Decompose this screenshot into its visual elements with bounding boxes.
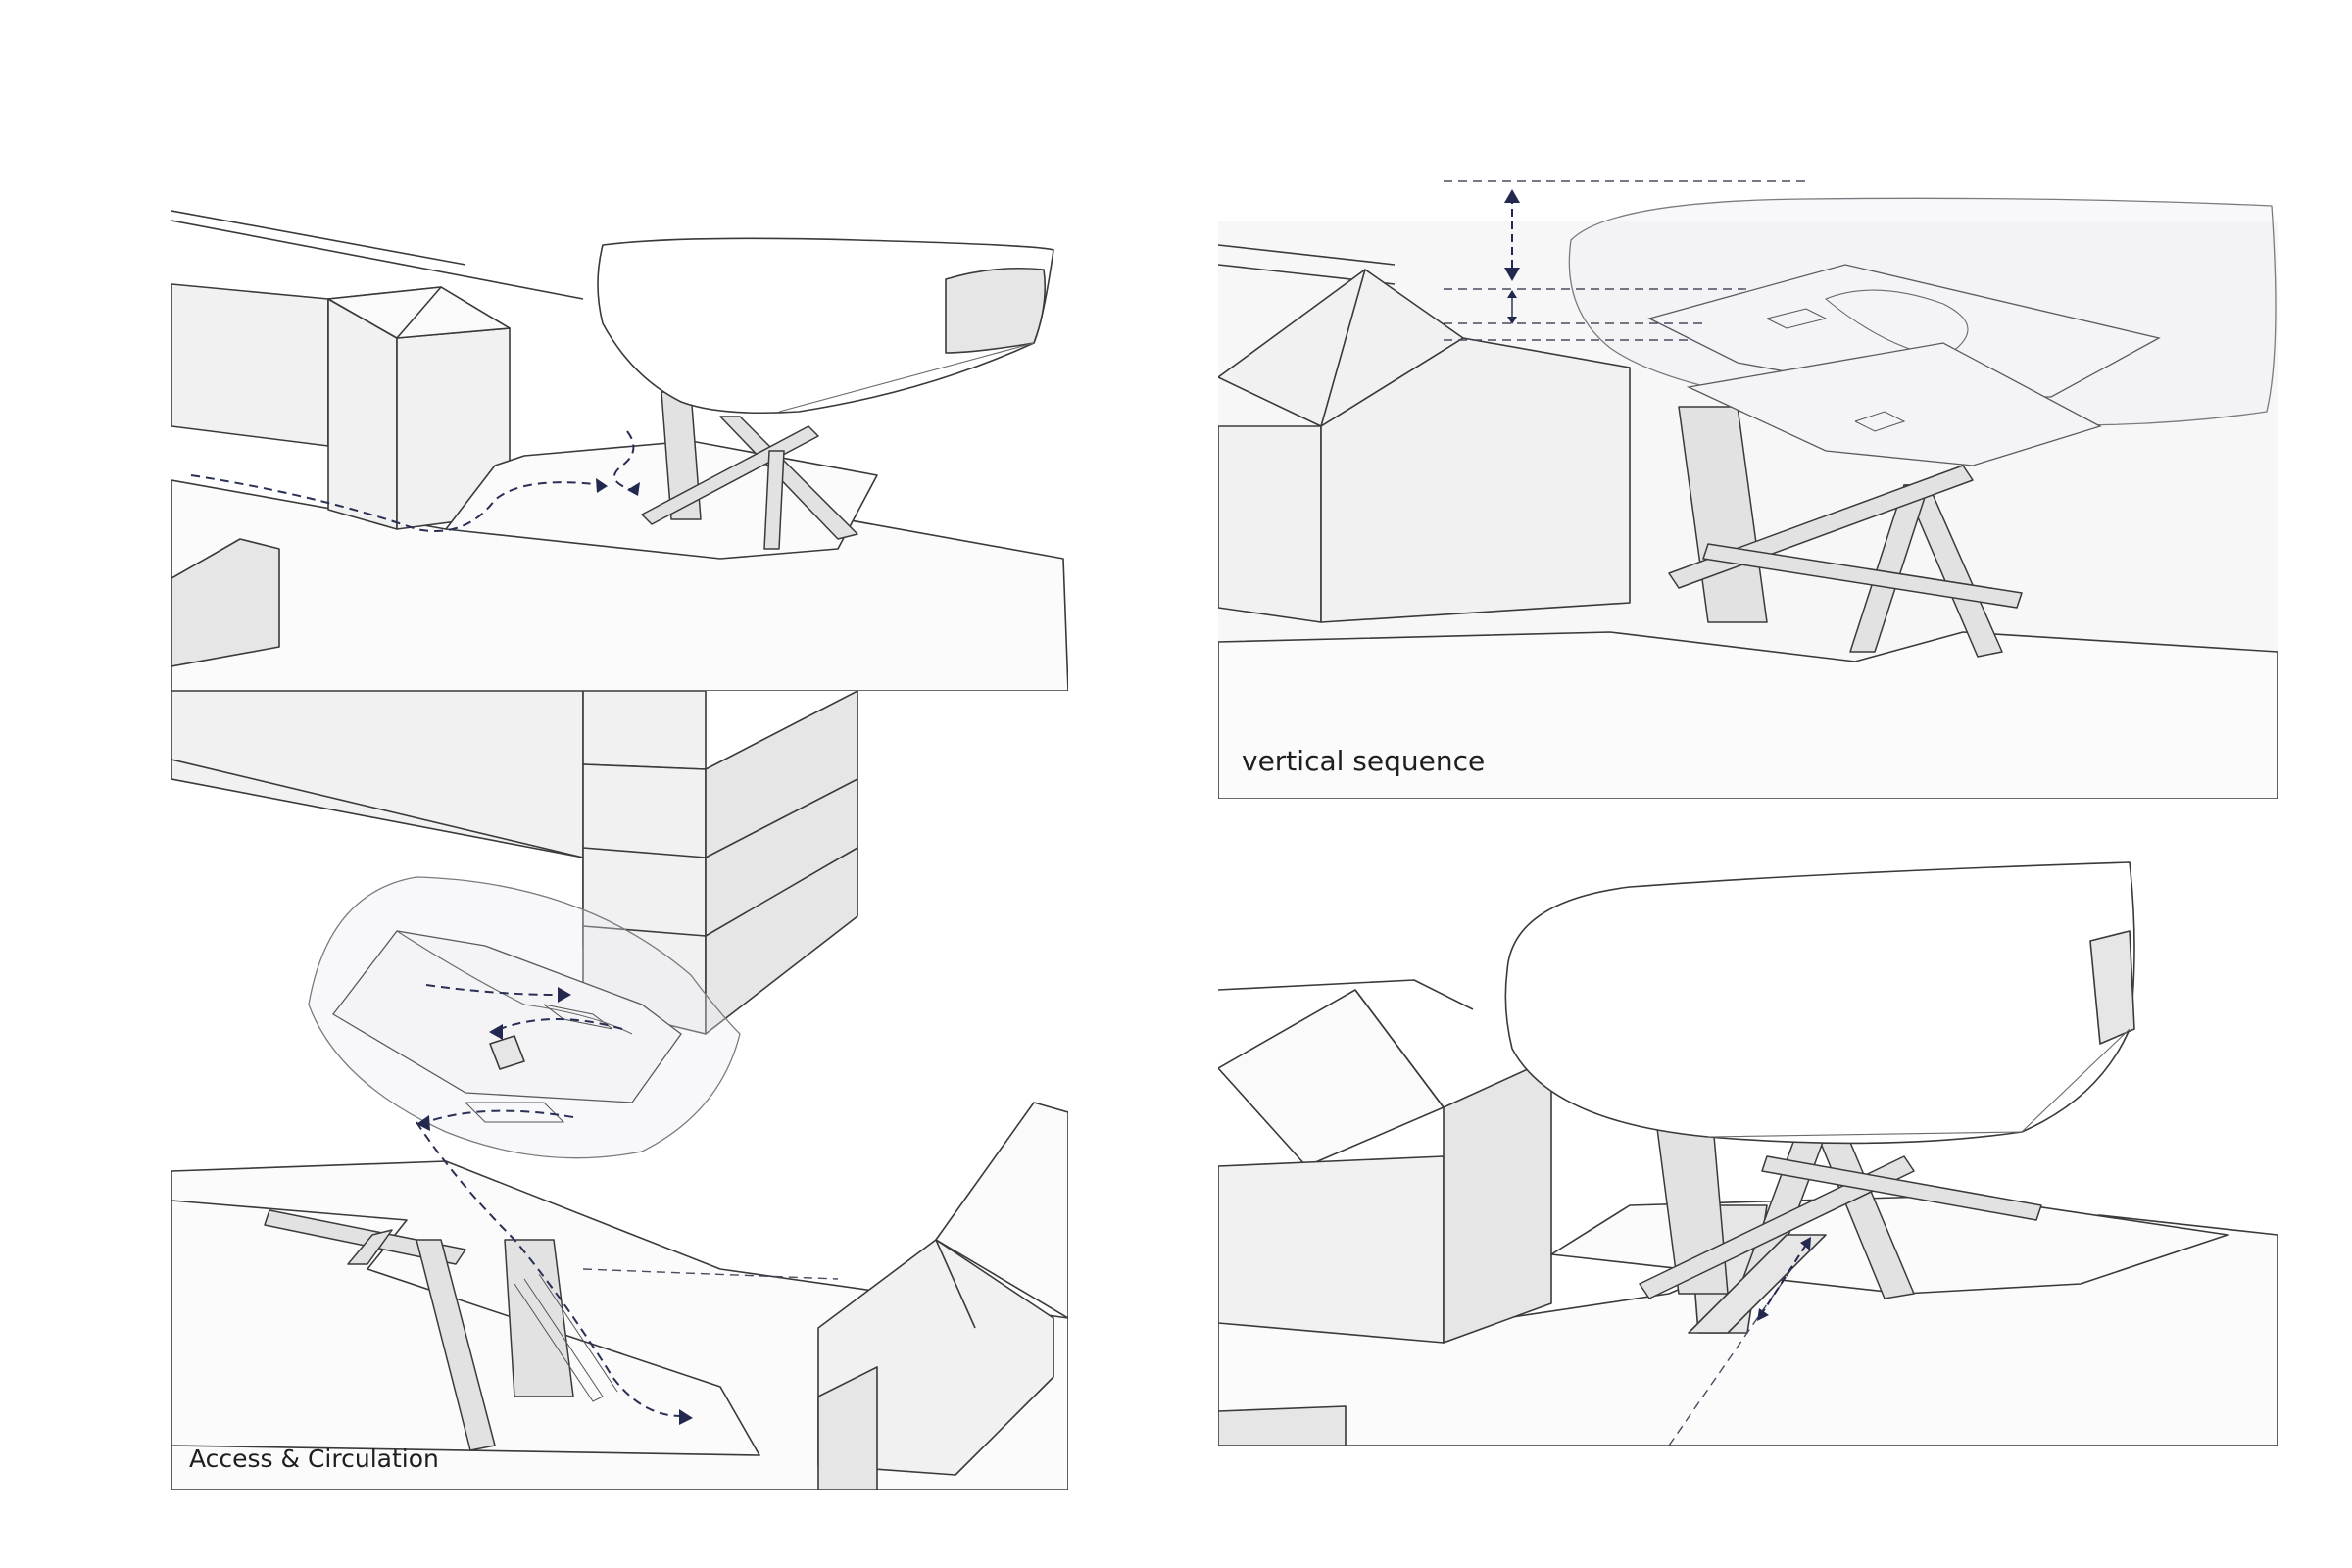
support-core [504,1239,574,1397]
street-connection [582,1268,839,1280]
foreground-block [172,538,280,667]
capsule-opening [945,267,1047,354]
foreground-block [1218,1405,1347,1446]
capsule-edge [778,342,1035,413]
height-arrowhead-down [1504,268,1520,281]
site-plaza [172,1200,760,1456]
capsule-opening [2089,930,2135,1045]
house-front [327,298,398,530]
capsule-shell [1504,861,2135,1145]
floor-arrowhead-down [1507,317,1517,324]
street-edge [1218,244,1396,266]
circulation-arrowhead [558,987,571,1003]
stair-flight [465,1102,565,1123]
escalator-lower [514,1278,604,1402]
house-roof [1218,989,1445,1167]
void-opening [489,1035,525,1070]
capsule-shell [597,237,1054,415]
site-approach-drawing [172,210,1068,691]
support-leg [416,1239,496,1451]
escalator-lower [538,1273,618,1393]
stair-flight [543,1004,613,1030]
neighbor-building [172,283,329,447]
street-edge [172,220,584,300]
support-leg [1639,1155,1915,1299]
support-leg [719,416,858,540]
support-leg [763,450,785,550]
support-leg [264,1209,466,1265]
circulation-path [425,1109,574,1123]
access-circulation-drawing [172,691,1068,1490]
support-leg [1702,543,2023,609]
stair-flight [1854,411,1906,432]
tower-side [705,691,858,1035]
neighbor-roof [935,1102,1068,1319]
house-front [1218,1155,1445,1344]
caption-vertical-sequence: vertical sequence [1242,745,1486,777]
house-side [1320,337,1631,623]
approach-path [190,474,604,532]
upper-floor-plate [1647,264,2161,398]
floor-arrowhead-up [1507,290,1517,298]
support-leg [1761,1155,2042,1221]
block-edge [172,759,584,858]
capsule-edge [1707,1028,2131,1138]
support-leg [347,1229,393,1265]
tower-floor-line [582,778,858,858]
vertical-access-arrow [1761,1244,1807,1314]
roof-ridge [1320,269,1366,427]
street-edge [172,210,466,266]
circulation-path [499,1018,623,1030]
street-edge [1218,979,1474,1010]
diagram-panel-access-circulation [172,691,1068,1490]
roof-ridge [396,286,442,339]
roof-ridge [935,1239,976,1329]
diagram-panel-vertical-sequence [1218,172,2278,799]
roof-ridge [1354,989,1445,1108]
exit-arrowhead [679,1409,693,1425]
circulation-path-vertical [416,1121,682,1417]
height-arrowhead-up [1504,189,1520,203]
stair-flight [1766,308,1828,329]
house-side [1443,1057,1552,1344]
diagram-panel-underground-access [1218,833,2278,1446]
upper-floor-void [1824,289,1969,359]
circulation-path [425,984,560,996]
upper-floor-plate [332,930,682,1103]
ground-plane [1218,631,2278,799]
diagram-panel-site-approach [172,206,1068,691]
entry-path [613,430,635,491]
neighbor-wall [817,1366,878,1490]
underground-access-drawing [1218,861,2278,1446]
vertical-sequence-drawing [1218,180,2278,799]
approach-arrowhead [596,478,608,493]
tower-roof [582,691,707,770]
house-front [1218,425,1322,623]
vertical-access-arrowhead-down [1757,1308,1769,1321]
escalator-pit [1688,1234,1827,1334]
circulation-arrowhead [489,1024,503,1040]
caption-access-circulation: Access & Circulation [189,1445,439,1473]
circulation-arrowhead [416,1115,430,1131]
vertical-access-arrowhead-up [1800,1237,1811,1250]
entry-arrowhead [627,482,640,496]
lower-floor-plate [1686,342,2102,466]
